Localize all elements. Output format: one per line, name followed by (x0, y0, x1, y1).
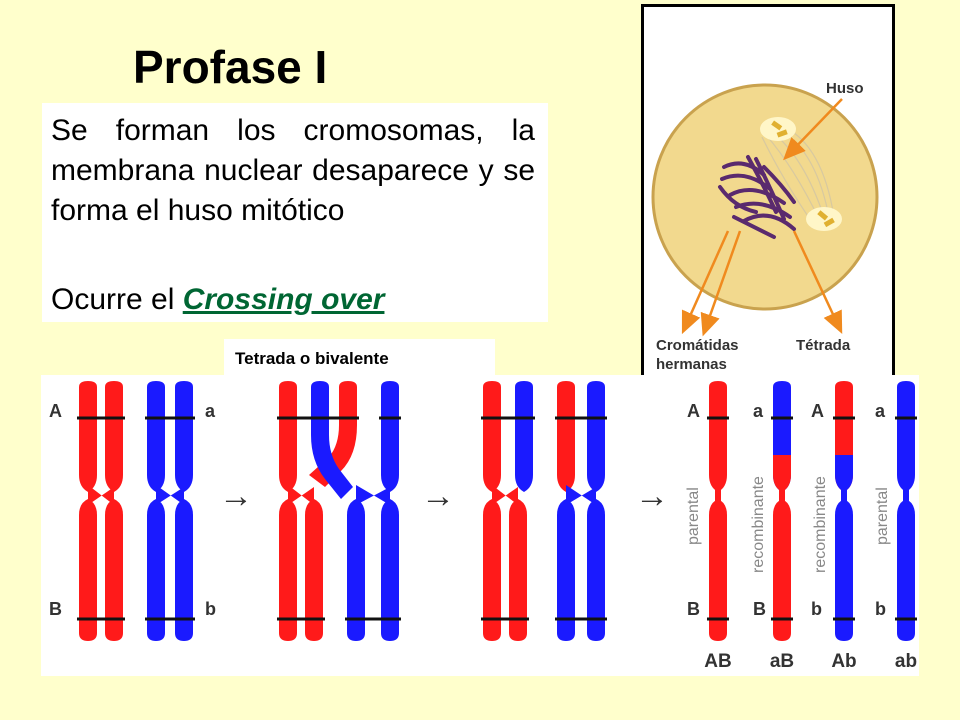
tetrada-caption: Tetrada o bivalente (235, 349, 389, 368)
allele-a-stage1: a (205, 401, 216, 421)
allele-b-result4: b (875, 599, 886, 619)
result-chromatid-ab (897, 381, 915, 641)
stage1-blue-chromatids (147, 381, 193, 641)
crossing-over-line: Ocurre el Crossing over (51, 280, 384, 320)
result-label-ab: ab (895, 651, 917, 672)
crossing-over-term: Crossing over (182, 283, 385, 316)
label-parental-2: parental (874, 487, 891, 545)
arrow-huso (783, 98, 843, 161)
result-label-AB: AB (704, 651, 731, 672)
tetrada-caption-box: Tetrada o bivalente (224, 339, 495, 377)
cell-diagram: Huso Cromátidas hermanas Tétrada (651, 80, 879, 373)
allele-b-result3: b (811, 599, 822, 619)
allele-B-result2: B (753, 599, 766, 619)
stage3-allele-bands (481, 416, 607, 621)
description-box: Se forman los cromosomas, la membrana nu… (42, 103, 548, 322)
cell-illustration: Huso Cromátidas hermanas Tétrada (641, 4, 895, 384)
label-cromatidas-2: hermanas (656, 356, 727, 373)
label-huso: Huso (826, 80, 864, 97)
result-chromatid-AB (709, 381, 727, 641)
label-parental-1: parental (685, 487, 702, 545)
stage3-red-chromatids (483, 381, 575, 641)
centrosome-bottom (806, 207, 842, 231)
allele-A-result1: A (687, 401, 700, 421)
stage3-blue-chromatids (515, 381, 605, 641)
stage2-blue-chromatids (311, 381, 399, 641)
allele-A-result3: A (811, 401, 824, 421)
description-text: Se forman los cromosomas, la membrana nu… (51, 114, 535, 227)
label-recombinante-2: recombinante (812, 476, 829, 573)
stage2-red-chromatids (279, 381, 357, 641)
chromatin (718, 155, 796, 239)
allele-b-stage1: b (205, 599, 216, 619)
stage1-allele-bands (77, 416, 195, 621)
allele-B-stage1: B (49, 599, 62, 619)
result-label-Ab: Ab (831, 651, 856, 672)
stage4-allele-bands (707, 416, 917, 621)
slide-title: Profase I (133, 41, 328, 93)
stage2-allele-bands (277, 416, 401, 621)
arrow-cromatidas-1 (681, 230, 730, 335)
crossing-over-svg: A a B b → → (49, 381, 917, 672)
label-recombinante-1: recombinante (750, 476, 767, 573)
centrosome-top (760, 117, 796, 141)
arrow-2: → (421, 477, 455, 515)
arrow-1: → (219, 477, 253, 515)
label-cromatidas-1: Cromátidas (656, 337, 739, 354)
allele-A-stage1: A (49, 401, 62, 421)
arrow-tetrada (792, 230, 843, 335)
stage1-red-chromatids (79, 381, 123, 641)
cell-nucleus (651, 83, 879, 311)
result-label-aB: aB (770, 651, 794, 672)
allele-B-result1: B (687, 599, 700, 619)
allele-a-result4: a (875, 401, 886, 421)
result-chromatid-Ab (835, 381, 853, 641)
allele-a-result2: a (753, 401, 764, 421)
crossing-over-diagram: A a B b → → (41, 375, 919, 676)
label-tetrada-cell: Tétrada (796, 337, 851, 354)
result-chromatid-aB (773, 381, 791, 641)
arrow-cromatidas-2 (700, 230, 742, 337)
arrow-3: → (635, 477, 669, 515)
crossing-prefix: Ocurre el (51, 283, 175, 316)
